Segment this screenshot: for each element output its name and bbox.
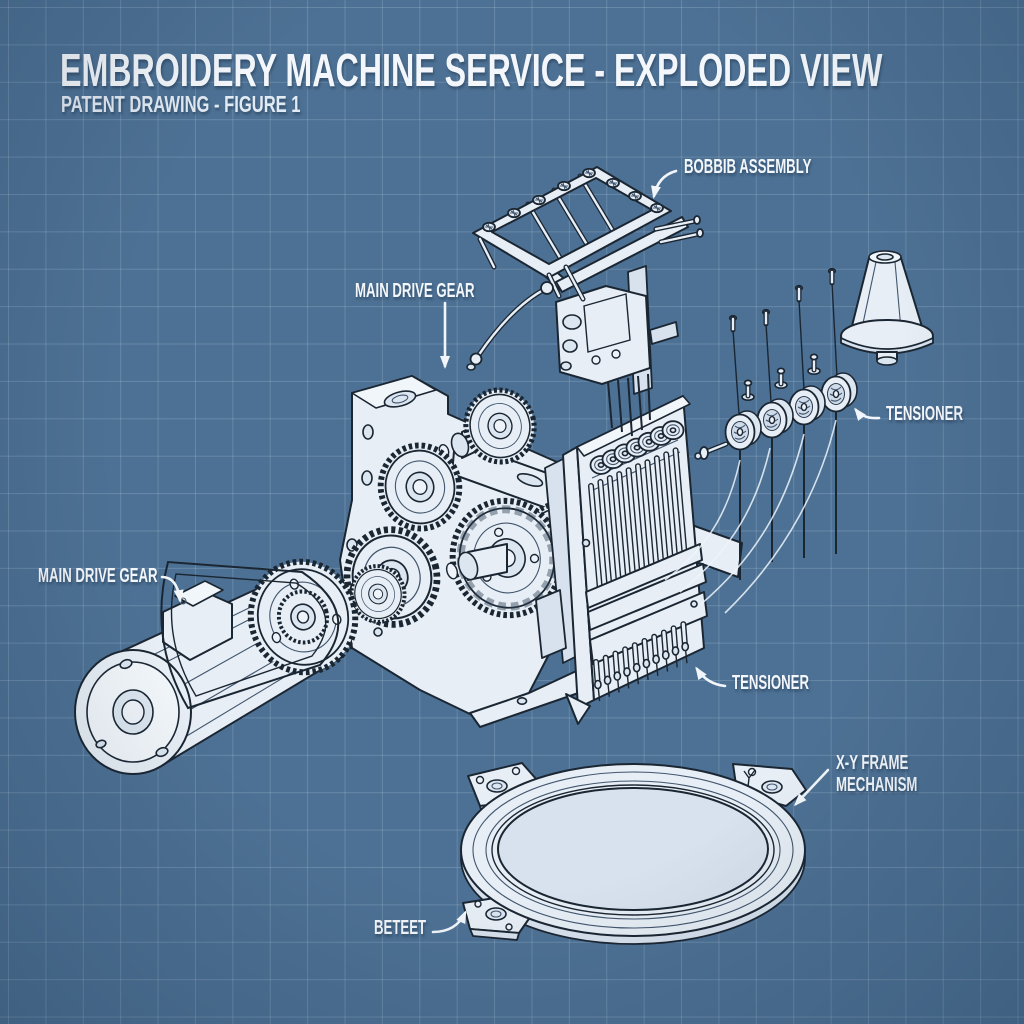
page-title: EMBROIDERY MACHINE SERVICE - EXPLODED VI… — [60, 44, 883, 96]
label-xy-frame-line2: MECHANISM — [836, 774, 918, 796]
thread-take-up-head — [543, 265, 679, 437]
label-tensioner-bottom: TENSIONER — [732, 672, 810, 694]
thread-cone — [840, 250, 934, 366]
label-bobbin-assembly: BOBBIB ASSEMBLY — [684, 156, 812, 178]
label-tensioner-right: TENSIONER — [886, 403, 964, 425]
label-xy-frame-line1: X-Y FRAME — [836, 752, 909, 774]
label-beteet: BETEET — [374, 917, 427, 939]
bobbin-frame-assembly — [466, 166, 704, 371]
label-main-drive-gear-left: MAIN DRIVE GEAR — [38, 565, 158, 587]
label-main-drive-gear-top: MAIN DRIVE GEAR — [355, 280, 475, 302]
gear-train — [160, 382, 606, 710]
drive-belt — [160, 560, 340, 710]
thread-guide-pins — [730, 269, 837, 415]
embroidery-hoop-frame — [460, 762, 807, 945]
label-xy-frame-mechanism: X-Y FRAME MECHANISM — [836, 752, 917, 796]
leader-arrows — [160, 169, 881, 934]
needle-bar-case — [535, 395, 708, 725]
page-subtitle: PATENT DRAWING - FIGURE 1 — [61, 91, 301, 117]
thread-tensioner-discs — [664, 354, 858, 614]
